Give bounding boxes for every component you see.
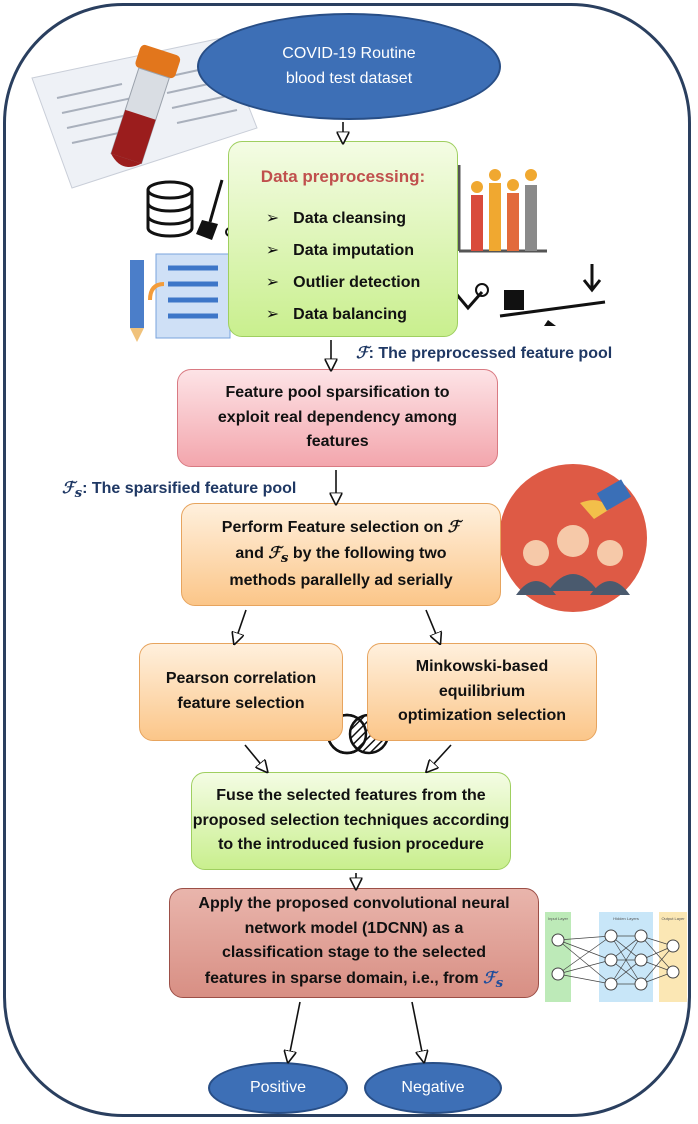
negative-label: Negative	[401, 1078, 465, 1096]
preprocessing-steps: Data cleansing Data imputation Outlier d…	[266, 200, 421, 333]
cnn-sparse-symbol: ℱ	[483, 968, 496, 988]
team-selection-icon	[499, 464, 647, 612]
sparsification-label: Feature pool sparsification to exploit r…	[217, 383, 458, 451]
negative-node: Negative	[364, 1062, 502, 1114]
fs-line1-text: Perform Feature selection on	[221, 519, 448, 537]
diagram-frame	[3, 3, 691, 1117]
document-pencil-icon	[130, 253, 231, 342]
pool-caption-text: : The preprocessed feature pool	[368, 345, 613, 362]
arrow-cnn-to-negative	[411, 1001, 423, 1057]
sparse-symbol: ℱ	[62, 478, 75, 497]
fusion-label: Fuse the selected features from the prop…	[192, 786, 510, 854]
fs-sparse-sub: s	[280, 550, 289, 567]
fs-pool-symbol: ℱ	[447, 517, 461, 537]
cnn-label: Apply the proposed convolutional neural …	[198, 894, 510, 988]
preprocessing-title: Data preprocessing:	[260, 167, 426, 186]
database-broom-icon	[146, 179, 235, 240]
dataset-node: COVID-19 Routine blood test dataset	[197, 13, 501, 120]
positive-node: Positive	[208, 1062, 348, 1114]
minkowski-label: Minkowski-based equilibrium optimization…	[397, 657, 566, 725]
cnn-box: Apply the proposed convolutional neural …	[169, 888, 539, 998]
preprocessing-box: Data preprocessing: Data cleansing Data …	[228, 141, 458, 337]
pool-symbol: ℱ	[356, 343, 369, 362]
sparsification-box: Feature pool sparsification to exploit r…	[177, 369, 498, 467]
cnn-sparse-sub: s	[495, 975, 504, 992]
minkowski-box: Minkowski-based equilibrium optimization…	[367, 643, 597, 741]
nn-output-label: Output Layer	[661, 916, 685, 921]
pearson-box: Pearson correlation feature selection	[139, 643, 343, 741]
step-cleansing: Data cleansing	[266, 206, 421, 232]
arrow-minkowski-to-fusion	[430, 744, 452, 768]
feature-selection-box: Perform Feature selection on ℱ and ℱs by…	[181, 503, 501, 606]
step-imputation: Data imputation	[266, 238, 421, 264]
arrow-selection-to-minkowski	[425, 609, 438, 639]
bar-chart-icon	[457, 165, 547, 253]
pool-caption: ℱ: The preprocessed feature pool	[356, 343, 612, 363]
arrow-pearson-to-fusion	[244, 744, 264, 768]
positive-label: Positive	[249, 1078, 307, 1096]
nn-input-label: Input Layer	[548, 916, 569, 921]
sparse-caption-text: : The sparsified feature pool	[82, 480, 297, 497]
dataset-label: COVID-19 Routine blood test dataset	[282, 44, 416, 87]
arrow-cnn-to-positive	[289, 1001, 301, 1057]
sparse-caption: ℱs: The sparsified feature pool	[62, 478, 296, 501]
fs-line2-text: by the following two	[288, 545, 447, 563]
sparse-subscript: s	[74, 485, 83, 502]
fs-sparse-symbol: ℱ	[268, 543, 281, 563]
fs-and: and	[235, 545, 269, 563]
fs-line3-text: methods parallelly ad serially	[229, 571, 453, 589]
neural-network-icon: Input Layer Hidden Layers Output Layer	[545, 912, 687, 1002]
nn-hidden-label: Hidden Layers	[613, 916, 639, 921]
pearson-label: Pearson correlation feature selection	[165, 670, 317, 712]
fusion-box: Fuse the selected features from the prop…	[191, 772, 511, 870]
arrow-selection-to-pearson	[236, 609, 247, 639]
step-balancing: Data balancing	[266, 302, 421, 328]
step-outlier: Outlier detection	[266, 270, 420, 296]
